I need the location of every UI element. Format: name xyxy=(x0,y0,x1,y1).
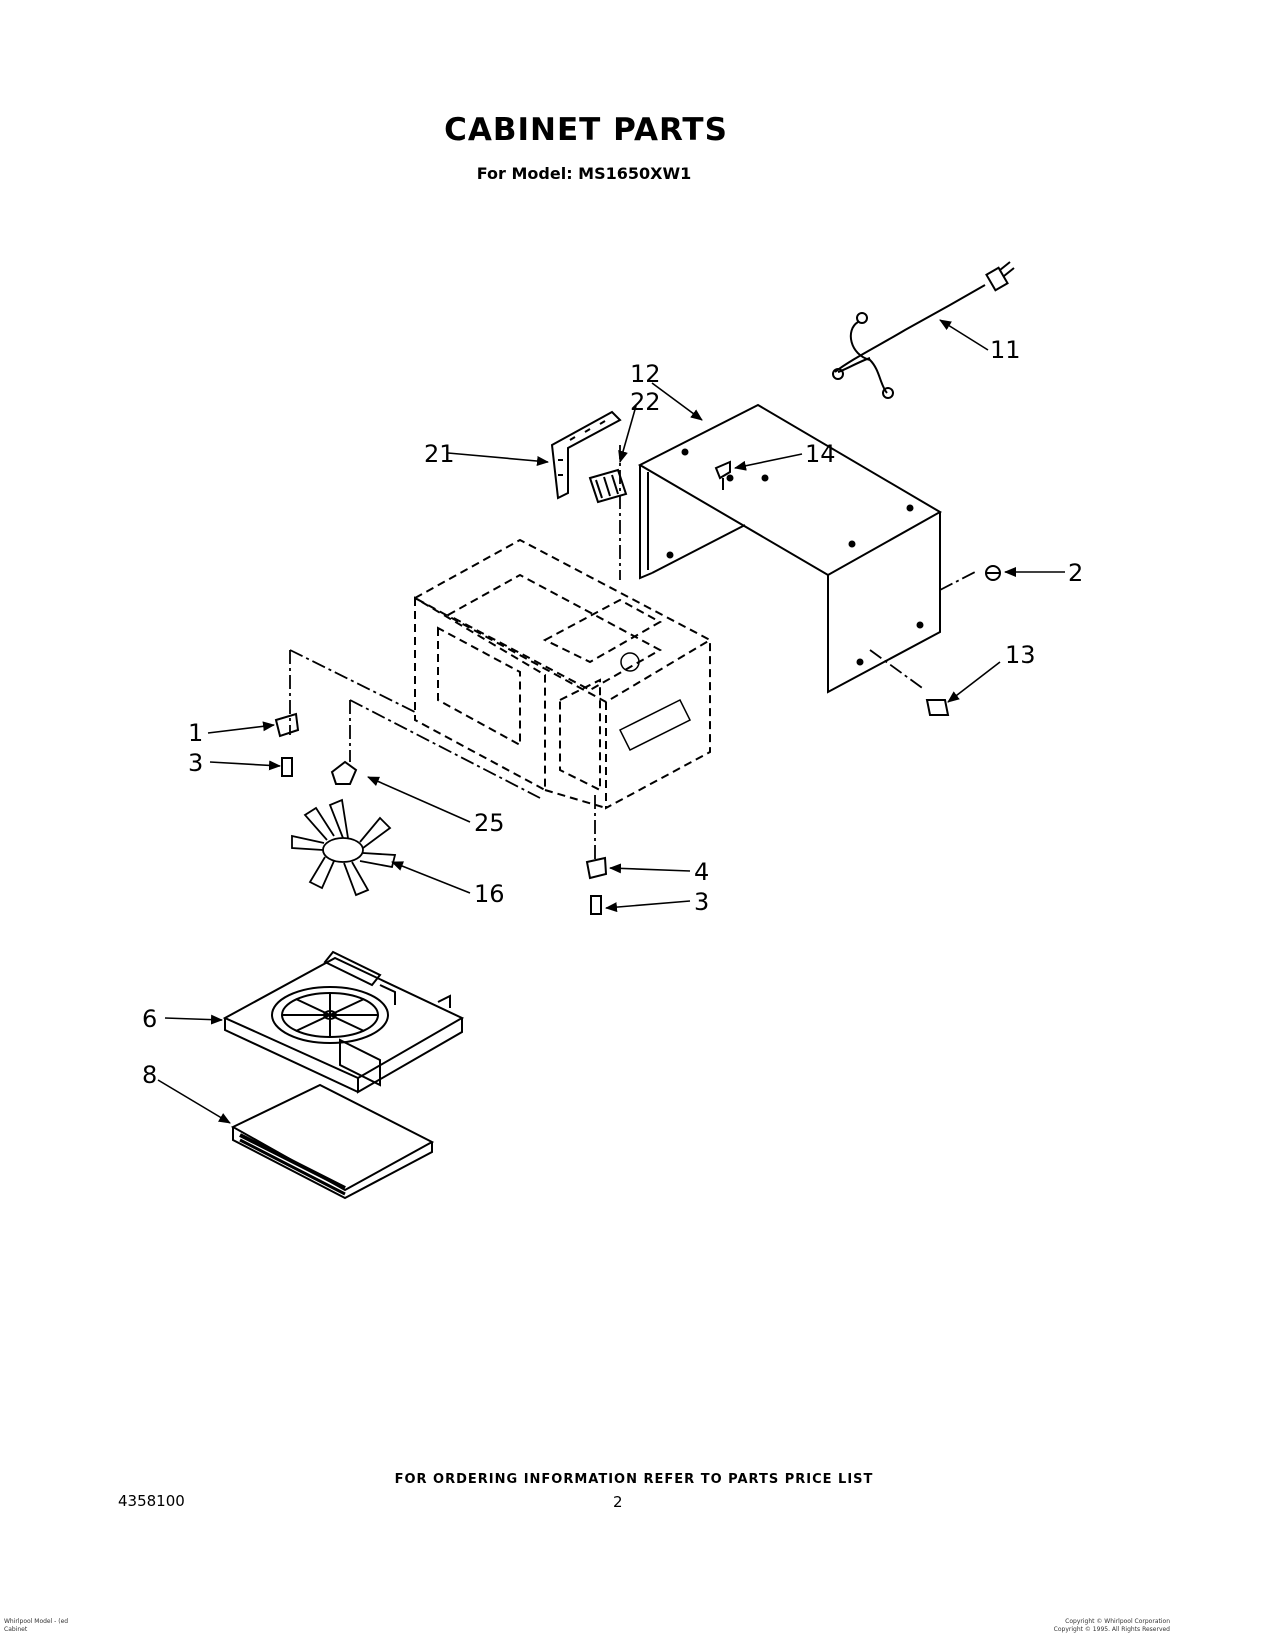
callout-8: 8 xyxy=(142,1061,157,1089)
page-title: CABINET PARTS xyxy=(444,112,728,148)
callout-labels: 11 12 22 21 14 2 13 1 3 25 16 4 3 6 8 xyxy=(142,336,1083,1089)
callout-12: 12 xyxy=(630,360,661,388)
vent-22-part xyxy=(588,468,628,504)
callout-2: 2 xyxy=(1068,559,1083,587)
screw-2-part xyxy=(985,565,1001,581)
fine-print-left: Whirlpool Model - (ed Cabinet xyxy=(4,1618,68,1634)
callout-14: 14 xyxy=(805,440,836,468)
fine-print-left-line-1: Whirlpool Model - (ed xyxy=(4,1618,69,1625)
base-plate-6-part xyxy=(222,950,465,1094)
outer-wrapper-part xyxy=(637,403,943,694)
callout-21: 21 xyxy=(424,440,455,468)
callout-4: 4 xyxy=(694,858,709,886)
document-number: 4358100 xyxy=(118,1492,185,1510)
fine-print-left-line-2: Cabinet xyxy=(4,1626,28,1633)
model-subtitle: For Model: MS1650XW1 xyxy=(476,164,692,183)
callout-3-left: 3 xyxy=(188,749,203,777)
screw-14-part xyxy=(714,460,731,490)
callout-11: 11 xyxy=(990,336,1021,364)
fine-print-right-line-2: Copyright © 1995. All Rights Reserved xyxy=(1053,1626,1170,1633)
callout-22: 22 xyxy=(630,388,661,416)
stud-4-part xyxy=(585,856,608,880)
stirrer-fan-16-part xyxy=(291,798,397,897)
cover-panels xyxy=(289,445,976,860)
callout-leaders xyxy=(157,319,1065,1124)
callout-13: 13 xyxy=(1005,641,1036,669)
power-cord-part xyxy=(832,261,1015,399)
base-pan-8-part xyxy=(230,1083,435,1200)
callout-6: 6 xyxy=(142,1005,157,1033)
screw-3-left-part xyxy=(281,757,293,777)
screw-13-part xyxy=(925,699,950,716)
coupler-25-part xyxy=(330,760,358,785)
callout-3-right: 3 xyxy=(694,888,709,916)
ordering-note: FOR ORDERING INFORMATION REFER TO PARTS … xyxy=(394,1472,874,1487)
stud-1-part xyxy=(274,712,300,738)
page-number: 2 xyxy=(613,1493,623,1511)
callout-25: 25 xyxy=(474,809,505,837)
oven-cavity-frame xyxy=(412,538,713,810)
fine-print-right-line-1: Copyright © Whirlpool Corporation xyxy=(1065,1618,1170,1625)
callout-1: 1 xyxy=(188,719,203,747)
fine-print-right: Copyright © Whirlpool Corporation Copyri… xyxy=(1054,1618,1170,1634)
screw-3-right-part xyxy=(590,895,602,915)
bracket-21-part xyxy=(550,410,622,500)
callout-16: 16 xyxy=(474,880,505,908)
